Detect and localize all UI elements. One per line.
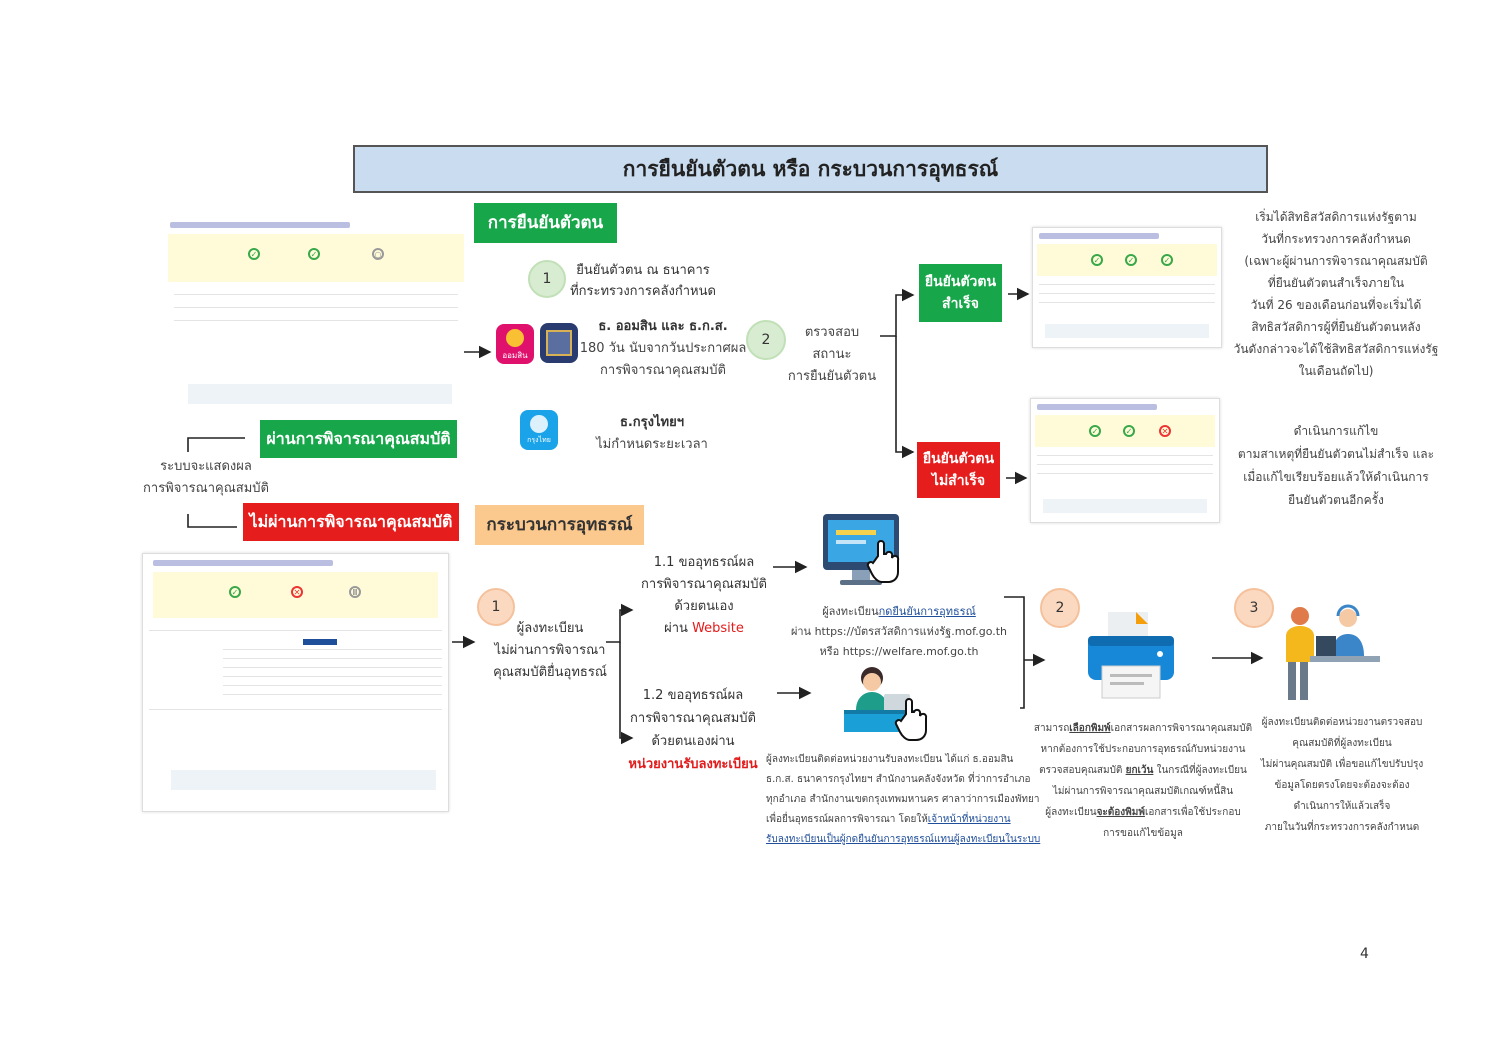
ktb-bank-logo: กรุงไทย (520, 410, 558, 450)
verify-step1-text: ยืนยันตัวตน ณ ธนาคารที่กระทรวงการคลังกำห… (570, 263, 716, 299)
page-title: การยืนยันตัวตน หรือ กระบวนการอุทธรณ์ (353, 145, 1268, 193)
agency-channel: หน่วยงานรับลงทะเบียน (628, 757, 758, 772)
verify-step1-circle: 1 (528, 260, 566, 298)
agent-desk-icon (844, 667, 928, 741)
kyc-result-screenshot-pass: ✓ ✓ ○ (168, 216, 464, 412)
system-result-text: ระบบจะแสดงผลการพิจารณาคุณสมบัติ (143, 459, 269, 496)
print-document-note: สามารถเลือกพิมพ์เอกสารผลการพิจารณาคุณสมบ… (1033, 723, 1253, 839)
appeal-step2-circle: 2 (1040, 588, 1080, 628)
appeal-step1-circle: 1 (477, 588, 515, 626)
appeal-step3-circle: 3 (1234, 588, 1274, 628)
kyc-fail-screenshot: ✓ ✓ ✕ (1030, 398, 1220, 523)
appeal-label: กระบวนการอุทธรณ์ (475, 505, 644, 545)
passed-label: ผ่านการพิจารณาคุณสมบัติ (260, 420, 457, 458)
gsb-bank-logo: ออมสิน (496, 324, 534, 364)
verify-success-label: ยืนยันตัวตนสำเร็จ (919, 264, 1002, 322)
website-channel: Website (692, 621, 744, 636)
appeal-option-agency-text: 1.2 ขออุทธรณ์ผลการพิจารณาคุณสมบัติด้วยตน… (622, 684, 764, 776)
kyc-success-screenshot: ✓ ✓ ✓ (1032, 227, 1222, 348)
appeal-option-website-text: 1.1 ขออุทธรณ์ผลการพิจารณาคุณสมบัติด้วยตน… (641, 555, 767, 636)
fail-note: ดำเนินการแก้ไขตามสาเหตุที่ยืนยันตัวตนไม่… (1237, 424, 1435, 507)
confirm-appeal-link: กดยืนยันการอุทธรณ์ (878, 605, 976, 618)
bank-ktb-text: ธ.กรุงไทยฯ ไม่กำหนดระยะเวลา (596, 415, 708, 452)
verify-fail-label: ยืนยันตัวตนไม่สำเร็จ (917, 442, 1000, 498)
printer-icon (1088, 612, 1174, 699)
call-center-icon (1286, 604, 1380, 700)
contact-agency-note: ผู้ลงทะเบียนติดต่อหน่วยงานตรวจสอบคุณสมบั… (1260, 717, 1424, 833)
banks-gsb-baac-text: ธ. ออมสิน และ ธ.ก.ส. 180 วัน นับจากวันปร… (579, 319, 747, 378)
verify-step2-circle: 2 (746, 320, 786, 360)
appeal-step1-text: ผู้ลงทะเบียนไม่ผ่านการพิจารณาคุณสมบัติยื… (493, 621, 607, 680)
success-note: เริ่มได้สิทธิสวัสดิการแห่งรัฐตามวันที่กร… (1233, 210, 1439, 378)
computer-click-icon (823, 514, 900, 585)
website-note: ผู้ลงทะเบียนกดยืนยันการอุทธรณ์ ผ่าน http… (790, 605, 1008, 658)
verify-label: การยืนยันตัวตน (474, 203, 617, 243)
agency-note: ผู้ลงทะเบียนติดต่อหน่วยงานรับลงทะเบียน ไ… (766, 754, 1041, 845)
failed-label: ไม่ผ่านการพิจารณาคุณสมบัติ (243, 503, 459, 541)
verify-step2-text: ตรวจสอบสถานะการยืนยันตัวตน (787, 325, 877, 384)
baac-bank-logo (540, 323, 578, 363)
kyc-result-screenshot-fail: ✓ ✕ Ⅱ (142, 553, 449, 812)
page-number: 4 (1360, 946, 1369, 962)
